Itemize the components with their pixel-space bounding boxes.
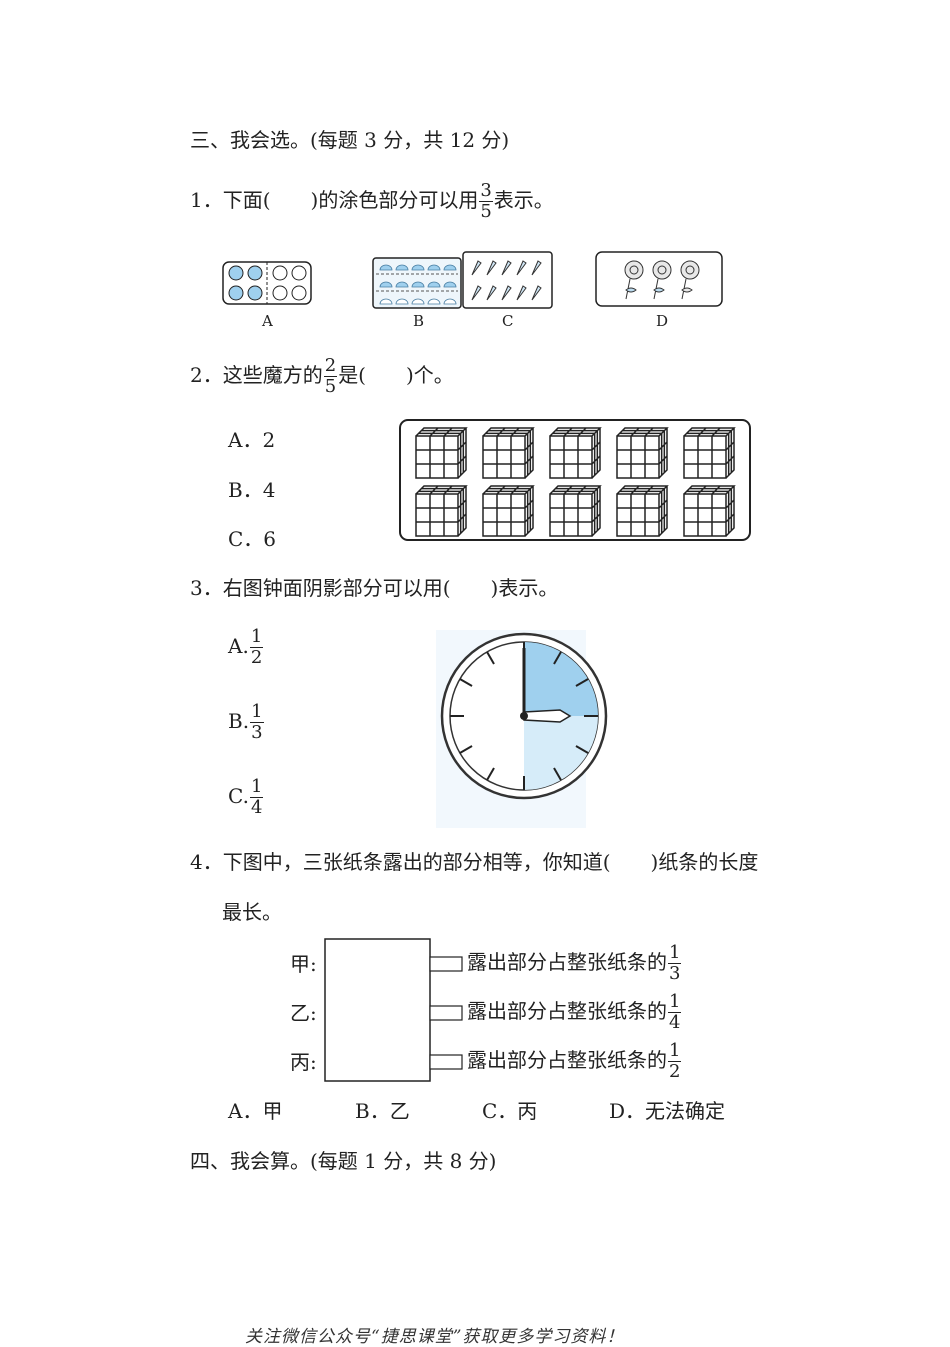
rubiks-cube [482, 485, 535, 537]
clock-tick [459, 678, 473, 687]
fraction-numerator: 1 [249, 626, 264, 648]
question-4-option-d: D．无法确定 [609, 1099, 726, 1123]
fraction-denominator: 3 [251, 722, 263, 743]
figure-c-carrots [462, 251, 553, 309]
rubiks-cube [683, 485, 736, 537]
question-4-option-c: C．丙 [482, 1099, 538, 1123]
clock-tick [575, 745, 589, 754]
fraction-numerator: 1 [249, 776, 264, 798]
rubiks-cube [683, 427, 736, 479]
fraction-numerator: 1 [250, 701, 264, 723]
fraction-numerator: 3 [479, 180, 493, 202]
question-2-prefix: 2．这些魔方的 [190, 363, 323, 387]
rubiks-cube [482, 427, 535, 479]
clock-tick [486, 767, 495, 781]
fraction-denominator: 3 [669, 963, 681, 984]
question-4-line-2: 最长。 [222, 900, 282, 924]
footer-watermark: 关注微信公众号“捷思课堂”获取更多学习资料！ [245, 1327, 625, 1347]
figure-label-b: B [413, 312, 425, 330]
question-3: 3．右图钟面阴影部分可以用( )表示。 [190, 576, 559, 600]
section-3-heading: 三、我会选。(每题 3 分，共 12 分) [190, 128, 510, 152]
rubiks-cube [549, 485, 602, 537]
clock-tick [553, 767, 562, 781]
clock-tick [459, 745, 473, 754]
fraction-numerator: 1 [668, 942, 682, 964]
question-4-option-a: A．甲 [228, 1099, 283, 1123]
figure-d-roses [595, 251, 723, 307]
strip-desc-text: 露出部分占整张纸条的 [467, 950, 667, 974]
question-4-line-1: 4．下图中，三张纸条露出的部分相等，你知道( )纸条的长度 [190, 850, 759, 874]
clock-tick [553, 651, 562, 665]
fraction-denominator: 2 [250, 647, 263, 668]
rubiks-cube [549, 427, 602, 479]
fraction-denominator: 4 [669, 1012, 681, 1033]
rubiks-cube [616, 485, 669, 537]
figure-label-a: A [262, 312, 273, 330]
question-1-prefix: 1．下面( )的涂色部分可以用 [190, 188, 479, 212]
section-4-heading: 四、我会算。(每题 1 分，共 8 分) [190, 1149, 497, 1173]
clock-ticks [450, 642, 598, 790]
question-1-suffix: 表示。 [493, 188, 554, 212]
question-2-option-c: C．6 [228, 527, 277, 551]
fraction-numerator: 2 [323, 355, 338, 377]
rubiks-cube [415, 485, 468, 537]
fraction-denominator: 5 [480, 201, 492, 222]
strip-desc-text: 露出部分占整张纸条的 [467, 999, 667, 1023]
question-2-option-a: A．2 [228, 428, 276, 452]
rubiks-cube [415, 427, 468, 479]
option-prefix: C. [228, 784, 249, 808]
figure-b-umbrellas [372, 257, 462, 309]
strip-label-yi: 乙: [290, 1001, 317, 1025]
figure-a-circles [222, 261, 312, 305]
strip-desc-text: 露出部分占整张纸条的 [467, 1048, 667, 1072]
question-4-option-b: B．乙 [355, 1099, 410, 1123]
question-2-suffix: 是( )个。 [338, 363, 454, 387]
clock-tick [486, 651, 495, 665]
figure-label-c: C [502, 312, 514, 330]
clock-tick [575, 678, 589, 687]
option-prefix: B. [228, 709, 250, 733]
fraction-denominator: 4 [250, 797, 263, 818]
rubiks-cubes [415, 427, 736, 537]
figure-label-d: D [656, 312, 669, 330]
strip-label-bing: 丙: [290, 1050, 317, 1074]
strip-label-jia: 甲: [290, 952, 317, 976]
option-prefix: A. [228, 634, 249, 658]
fraction-numerator: 1 [668, 1040, 682, 1062]
question-2-option-b: B．4 [228, 478, 276, 502]
fraction-denominator: 2 [669, 1061, 681, 1082]
fraction-numerator: 1 [668, 991, 682, 1013]
rubiks-cube [616, 427, 669, 479]
fraction-denominator: 5 [324, 376, 337, 397]
